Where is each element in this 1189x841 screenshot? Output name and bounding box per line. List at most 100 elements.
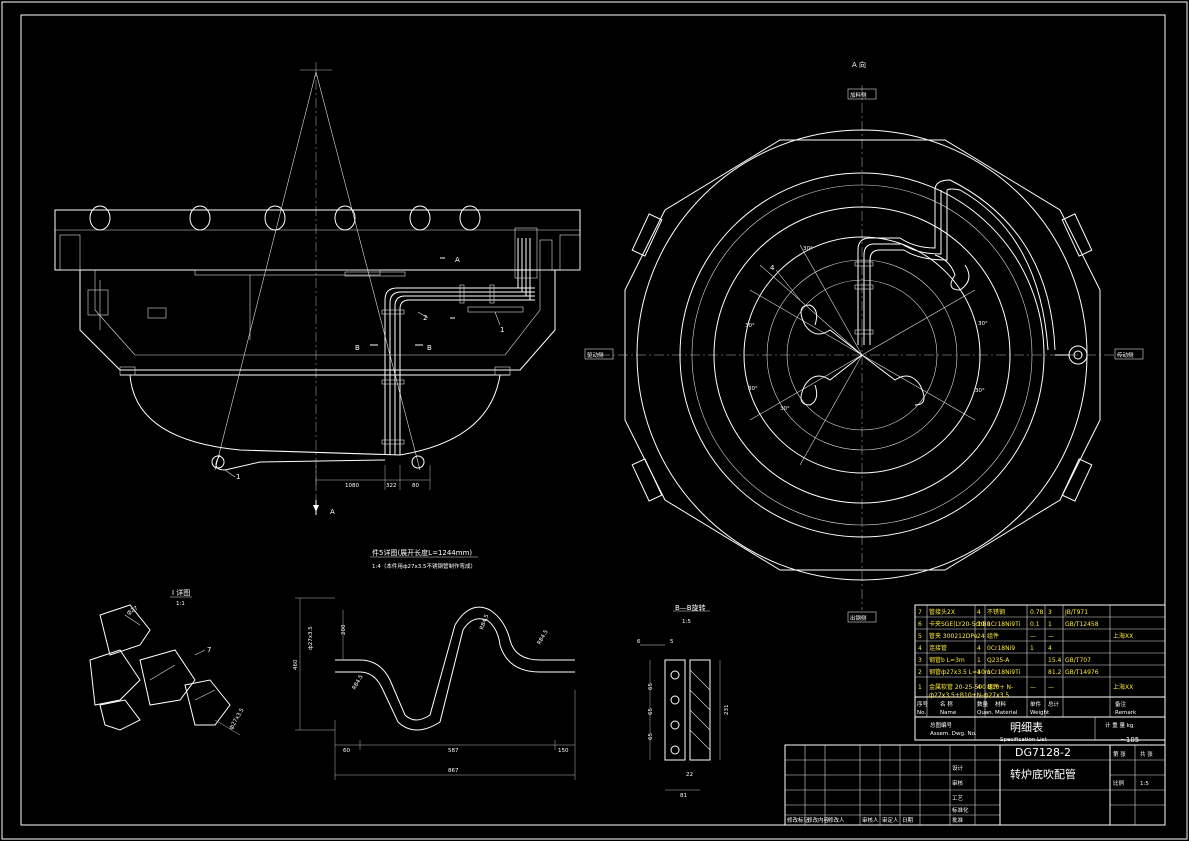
part-1-label: 1 xyxy=(236,473,240,481)
bom-row-material: 1Cr18Ni9Ti xyxy=(987,669,1021,676)
sign-column-label: 审核人 xyxy=(862,816,879,824)
bom-header-cell: 单件 xyxy=(1030,700,1042,708)
bom-header-en-cell: Name xyxy=(940,710,957,716)
scale-label: 比例 xyxy=(1113,779,1125,787)
bom-row-total-weight: — xyxy=(1048,633,1054,640)
detail-5-dim-867: 867 xyxy=(448,768,459,774)
plan-part-4: 4 xyxy=(770,264,775,272)
detail-i-part: 7 xyxy=(207,646,211,654)
bom-title-cn: 明细表 xyxy=(1010,720,1043,734)
bom-row-total-weight: 4 xyxy=(1048,645,1052,652)
sign-column-label: 修改标记 xyxy=(787,816,810,824)
elevation-view xyxy=(54,62,581,515)
bom-header-en-cell: Quan. xyxy=(977,710,994,716)
bom-row-no: 4 xyxy=(918,645,922,652)
bom-row-total-weight: 3 xyxy=(1048,609,1052,616)
bom-row-total-weight: 81.2 xyxy=(1048,669,1062,676)
bom-row-unit-weight: 0.1 xyxy=(1030,621,1040,628)
bom-row-name-cont: ф27x3.5+B10+N-ф27x3.5 xyxy=(929,692,1009,699)
direction-left-box xyxy=(584,348,614,360)
view-a-title: A 向 xyxy=(852,60,866,69)
bom-row-total-weight: — xyxy=(1048,684,1054,691)
bom-row-name: 钢管b L=3m xyxy=(929,656,965,664)
bom-header-cell: 备注 xyxy=(1115,700,1127,708)
scale-value: 1:5 xyxy=(1140,781,1149,787)
sign-role-label: 标准化 xyxy=(952,806,969,814)
detail-5-dim-587: 587 xyxy=(448,748,459,754)
plan-angle-1: 30° xyxy=(745,323,755,329)
bom-row-name: 连接管 xyxy=(929,644,947,652)
detail-5-dim-r3: R84.5 xyxy=(352,674,365,691)
detail-i-dim-2: ф27x3.5 xyxy=(229,707,246,731)
detail-5-dim-200: 200 xyxy=(341,624,347,635)
detail-5-subtitle: 1:4（本件用ф27x3.5不锈钢管制作弯成） xyxy=(372,562,476,570)
bom-row-qty: 1 xyxy=(977,657,981,664)
plan-angle-4: 30° xyxy=(975,388,985,394)
sheet-label: 第 张 xyxy=(1113,750,1126,758)
sign-columns: 修改标记修改内容修改人审核人审定人日期 xyxy=(787,816,914,824)
section-bb-dim-2: 65 xyxy=(648,708,654,715)
bom-row-note: 上海XX xyxy=(1113,683,1133,691)
bom-row-name: 金属软管 20-25-500 B10+ N- xyxy=(929,683,1013,691)
bom-row-unit-weight: — xyxy=(1030,633,1036,640)
bom-row-qty: 4 xyxy=(977,684,981,691)
bom-header-en-cell: Weight xyxy=(1030,710,1050,716)
section-bb-scale: 1:5 xyxy=(682,619,691,625)
section-bb-dim-6: 81 xyxy=(680,793,687,799)
dim-80: 80 xyxy=(412,483,419,489)
direction-top-box xyxy=(847,88,877,100)
plan-angle-2: 30° xyxy=(978,321,988,327)
sign-column-label: 日期 xyxy=(902,817,914,824)
bom-row-material: Q235-A xyxy=(987,657,1010,664)
section-b-right: B xyxy=(427,344,432,352)
plan-angle-6: 30° xyxy=(780,406,790,412)
bom-header-cell: 序号 xyxy=(917,700,929,708)
bom-row-no: 6 xyxy=(918,621,922,628)
direction-left: 驱动侧 xyxy=(587,351,604,359)
section-bb-title: B—B旋转 xyxy=(675,603,706,612)
bom-header-cell: 数量 xyxy=(977,700,989,708)
detail-5-dim-r2: R84.5 xyxy=(537,629,550,646)
bom-row-qty: 10 xyxy=(977,621,985,628)
direction-right-box xyxy=(1114,348,1144,360)
detail-5-title: 件5详图(展开长度L=1244mm) xyxy=(372,548,472,557)
bom-row-no: 1 xyxy=(918,684,922,691)
sign-column-label: 修改内容 xyxy=(807,816,830,824)
detail-5-dim-pipe: ф27x3.5 xyxy=(308,626,314,650)
bom-row-qty: 4 xyxy=(977,645,981,652)
bom-header-cell: 材料 xyxy=(995,700,1007,708)
plan-angle-3: 30° xyxy=(748,386,758,392)
bom-row-no: 3 xyxy=(918,657,922,664)
detail-5-drawing xyxy=(295,556,576,780)
drawing-label-en: Assem. Dwg. No. xyxy=(930,731,977,737)
bom-row-total-weight: 15.4 xyxy=(1048,657,1062,664)
direction-top: 加料侧 xyxy=(850,91,867,99)
bom-header-en-cell: Remark xyxy=(1115,710,1137,716)
sign-column-label: 审定人 xyxy=(882,816,899,824)
arrow-a-label: A xyxy=(330,508,335,516)
bom-row-no: 7 xyxy=(918,609,922,616)
bom-row-material: 组件 xyxy=(987,683,999,691)
section-a-top: A xyxy=(455,256,460,264)
title-block xyxy=(784,744,1166,826)
bom-row-unit-weight: 0.78 xyxy=(1030,609,1044,616)
detail-5-dim-60: 60 xyxy=(343,748,350,754)
direction-bottom-box xyxy=(847,611,877,623)
bom-row-standard: GB/T12458 xyxy=(1065,621,1099,628)
bom-row-qty: 24 xyxy=(977,633,985,640)
bom-row-note: 上海XX xyxy=(1113,632,1133,640)
part-2-label: 2 xyxy=(423,314,427,322)
weight-value: ~105 xyxy=(1120,736,1139,744)
sign-role-label: 设计 xyxy=(952,764,964,772)
bom-header-en-cell: No. xyxy=(917,710,926,716)
dim-322: 322 xyxy=(386,483,397,489)
bom-row-qty: 4 xyxy=(977,609,981,616)
bom-row-name: 卡夹SGE(LY20-5chB0 xyxy=(929,620,991,628)
bom-row-unit-weight: 1 xyxy=(1030,645,1034,652)
bom-row-unit-weight: — xyxy=(1030,684,1036,691)
inner-frame xyxy=(20,14,1166,826)
